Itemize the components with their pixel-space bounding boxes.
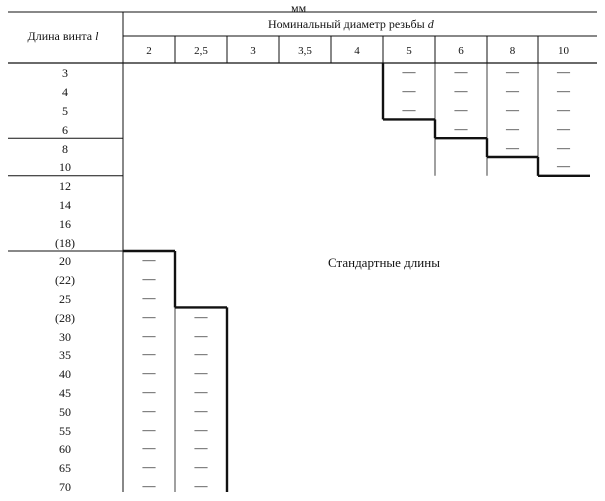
dash-cell: — (194, 478, 208, 493)
dash-cell: — (402, 102, 416, 117)
length-cell: 4 (62, 85, 68, 100)
length-cell: 5 (62, 104, 68, 118)
dash-cell: — (454, 102, 468, 117)
dash-cell: — (142, 346, 156, 362)
dash-cell: — (194, 459, 208, 475)
length-cell: 55 (59, 423, 71, 438)
row-header: Длина винта l (8, 29, 118, 43)
length-cell: (22) (55, 273, 75, 288)
diameter-header-cell: 2 (146, 45, 152, 57)
column-group-header-text: Номинальный диаметр резьбы (268, 17, 425, 31)
row-header-text: Длина винта (27, 29, 93, 43)
length-cell: 40 (59, 367, 71, 382)
column-group-header-symbol: d (427, 17, 434, 31)
length-cell: 30 (59, 329, 71, 344)
dash-cell: — (142, 365, 156, 381)
dash-cell: — (194, 327, 208, 343)
column-group-header: Номинальный диаметр резьбы d (268, 17, 434, 31)
diameter-header-cell: 3 (250, 45, 256, 57)
dash-cell: — (454, 64, 468, 80)
dash-cell: — (142, 421, 156, 437)
dash-cell: — (194, 308, 208, 324)
dash-cell: — (142, 384, 156, 399)
length-cell: 35 (59, 348, 71, 363)
length-cell: 60 (59, 442, 71, 457)
length-cell: 3 (62, 66, 68, 81)
dash-cell: — (142, 478, 156, 493)
dash-cell: — (194, 365, 208, 381)
dash-cell: — (142, 440, 156, 456)
length-cell: 6 (62, 122, 68, 137)
dash-cell: — (506, 139, 519, 155)
dash-cell: — (194, 384, 208, 399)
length-cell: 8 (62, 141, 68, 156)
dash-cell: — (194, 440, 208, 456)
diameter-header-cell: 8 (509, 45, 516, 57)
dash-cell: — (557, 64, 570, 80)
length-cell: 10 (59, 160, 71, 175)
dash-cell: — (402, 83, 416, 99)
length-cell: 20 (59, 254, 71, 269)
diameter-header-cell: 4 (354, 45, 360, 57)
dash-cell: — (506, 120, 519, 136)
diameter-header-cell: 6 (458, 45, 464, 57)
length-cell: 65 (59, 461, 71, 476)
length-cell: (18) (55, 235, 75, 250)
dash-cell: — (506, 102, 519, 117)
length-cell: 70 (59, 480, 71, 494)
dash-cell: — (142, 327, 156, 343)
diameter-header-cell: 2,5 (194, 45, 208, 57)
dash-cell: — (506, 64, 519, 80)
diameter-header-cell: 5 (406, 45, 412, 57)
length-cell: 45 (59, 386, 71, 400)
dash-cell: — (557, 102, 570, 117)
length-cell: 16 (59, 216, 71, 231)
dash-cell: — (454, 83, 468, 99)
dash-cell: — (557, 120, 570, 136)
length-cell: 14 (59, 198, 71, 212)
diameter-header-cell: 3,5 (298, 45, 312, 57)
dash-cell: — (142, 308, 156, 324)
dash-cell: — (194, 421, 208, 437)
dash-cell: — (142, 290, 156, 305)
length-cell: 12 (59, 179, 71, 194)
diameter-header-cell: 10 (558, 45, 569, 57)
row-header-symbol: l (95, 29, 99, 43)
dash-cell: — (142, 402, 156, 418)
dash-cell: — (454, 120, 468, 136)
center-label: Стандартные длины (328, 255, 440, 270)
dash-cell: — (142, 252, 156, 268)
dash-cell: — (557, 158, 570, 174)
dash-cell: — (194, 346, 208, 362)
dash-cell: — (557, 83, 570, 99)
dash-cell: — (506, 83, 519, 99)
length-cell: 25 (59, 292, 71, 306)
dash-cell: — (142, 271, 156, 287)
length-cell: (28) (55, 310, 75, 325)
dash-cell: — (557, 139, 570, 155)
dash-cell: — (402, 64, 416, 80)
dash-cell: — (142, 459, 156, 475)
dash-cell: — (194, 402, 208, 418)
length-cell: 50 (59, 404, 71, 419)
